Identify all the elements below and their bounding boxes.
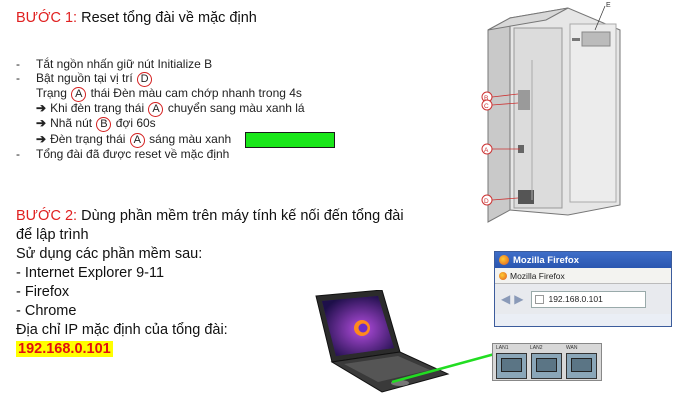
step1-item-text: chuyển sang màu xanh lá	[167, 100, 305, 115]
software-item-chrome: - Chrome	[16, 303, 77, 319]
callout-b-label: B	[484, 95, 488, 102]
firefox-tab-title[interactable]: Mozilla Firefox	[510, 270, 565, 281]
router-port-panel: LAN1 LAN2 WAN	[492, 343, 602, 381]
callout-e-label: E	[606, 2, 611, 9]
laptop-illustration	[315, 290, 450, 393]
ip-label: Địa chỉ IP mặc định của tổng đài:	[16, 322, 228, 338]
step1-item-6: ➔Đèn trạng thái A sáng màu xanh	[16, 131, 436, 148]
port-label-wan: WAN	[566, 345, 578, 351]
step1-item-text: sáng màu xanh	[149, 131, 232, 146]
step2-title-line2: để lập trình	[16, 227, 89, 243]
arrow-icon: ➔	[36, 100, 47, 115]
port-lan1[interactable]	[496, 353, 527, 379]
step1-instructions: - Tắt ngồn nhấn giữ nút Initialize B - Bật…	[16, 57, 436, 162]
step1-item-text: đợi 60s	[115, 115, 156, 130]
callout-a-label: A	[484, 147, 489, 154]
step1-title: Reset tổng đài về mặc định	[81, 10, 257, 26]
step1-item-text: thái Đèn màu cam chớp nhanh trong 4s	[90, 85, 302, 100]
step1-item-text: Tắt ngồn nhấn giữ nút Initialize B	[36, 57, 213, 71]
step1-item-1: - Tắt ngồn nhấn giữ nút Initialize B	[16, 57, 436, 72]
callout-d-label: D	[484, 198, 489, 205]
arrow-icon: ➔	[36, 115, 47, 130]
firefox-tab-bar: Mozilla Firefox	[495, 268, 671, 284]
port-wan[interactable]	[566, 353, 597, 379]
arrow-icon: ➔	[36, 131, 47, 146]
step1-item-2: - Bật nguồn tại vị trí D	[16, 70, 436, 87]
label-d-circle: D	[137, 71, 153, 87]
step1-item-7: - Tổng đài đã được reset về mặc định	[16, 146, 436, 162]
label-a-circle: A	[129, 132, 145, 148]
forward-arrow-icon[interactable]: ▶	[514, 292, 524, 306]
ip-address: 192.168.0.101	[16, 341, 113, 357]
step2-block: BƯỚC 2: Dùng phần mềm trên máy tính kế n…	[16, 207, 404, 359]
firefox-tab-icon	[499, 271, 507, 280]
label-b-circle: B	[96, 116, 112, 132]
step1-item-3: Trạng A thái Đèn màu cam chớp nhanh tron…	[16, 85, 436, 102]
firefox-navbar: ◀ ▶ 192.168.0.101	[495, 284, 671, 314]
url-bar[interactable]: 192.168.0.101	[531, 290, 647, 308]
port-label-lan2: LAN2	[530, 345, 543, 351]
callout-c-marker	[481, 99, 493, 111]
step1-item-5: ➔Nhã nút B đợi 60s	[16, 115, 436, 132]
green-status-swatch	[244, 131, 335, 148]
firefox-window: Mozilla Firefox Mozilla Firefox ◀ ▶ 192.…	[494, 251, 672, 327]
page-icon	[535, 294, 545, 304]
step1-heading: BƯỚC 1: Reset tổng đài về mặc định	[16, 10, 257, 26]
ip-row: 192.168.0.101	[16, 340, 404, 359]
port-lan2[interactable]	[531, 353, 562, 379]
back-arrow-icon[interactable]: ◀	[501, 292, 511, 306]
network-cable	[391, 350, 503, 384]
bullet-dash: -	[16, 146, 20, 161]
firefox-titlebar: Mozilla Firefox	[495, 252, 671, 268]
bullet-dash: -	[16, 70, 20, 85]
step2-title-line1: Dùng phần mềm trên máy tính kế nối đến t…	[81, 208, 404, 224]
step2-label: BƯỚC 2:	[16, 208, 78, 224]
callout-c-label: C	[484, 103, 489, 110]
software-item-ie: - Internet Explorer 9-11	[16, 265, 165, 281]
step2-heading: BƯỚC 2: Dùng phần mềm trên máy tính kế n…	[16, 207, 404, 226]
port-label-lan1: LAN1	[496, 345, 509, 351]
label-a-circle: A	[71, 86, 87, 102]
callout-d-marker	[481, 194, 493, 206]
step1-item-text: Bật nguồn tại vị trí	[36, 70, 133, 85]
callout-a-marker	[481, 143, 493, 155]
step1-item-text: Tổng đài đã được reset về mặc định	[36, 146, 230, 161]
label-a-circle: A	[148, 101, 164, 117]
firefox-icon	[499, 255, 509, 265]
software-item-firefox: - Firefox	[16, 284, 70, 300]
pbx-device-illustration: E B C A D	[481, 2, 621, 223]
url-text: 192.168.0.101	[548, 294, 603, 304]
step1-item-text: Đèn trạng thái	[50, 131, 126, 146]
step1-item-text: Khi đèn trạng thái	[50, 100, 145, 115]
step1-item-text: Nhã nút	[50, 115, 93, 130]
step1-item-text: Trạng	[36, 85, 67, 100]
step1-label: BƯỚC 1:	[16, 10, 78, 26]
firefox-window-title: Mozilla Firefox	[513, 254, 579, 266]
step1-item-4: ➔Khi đèn trạng thái A chuyển sang màu xa…	[16, 100, 436, 117]
step2-intro: Sử dụng các phần mềm sau:	[16, 246, 203, 262]
bullet-dash: -	[16, 57, 20, 71]
